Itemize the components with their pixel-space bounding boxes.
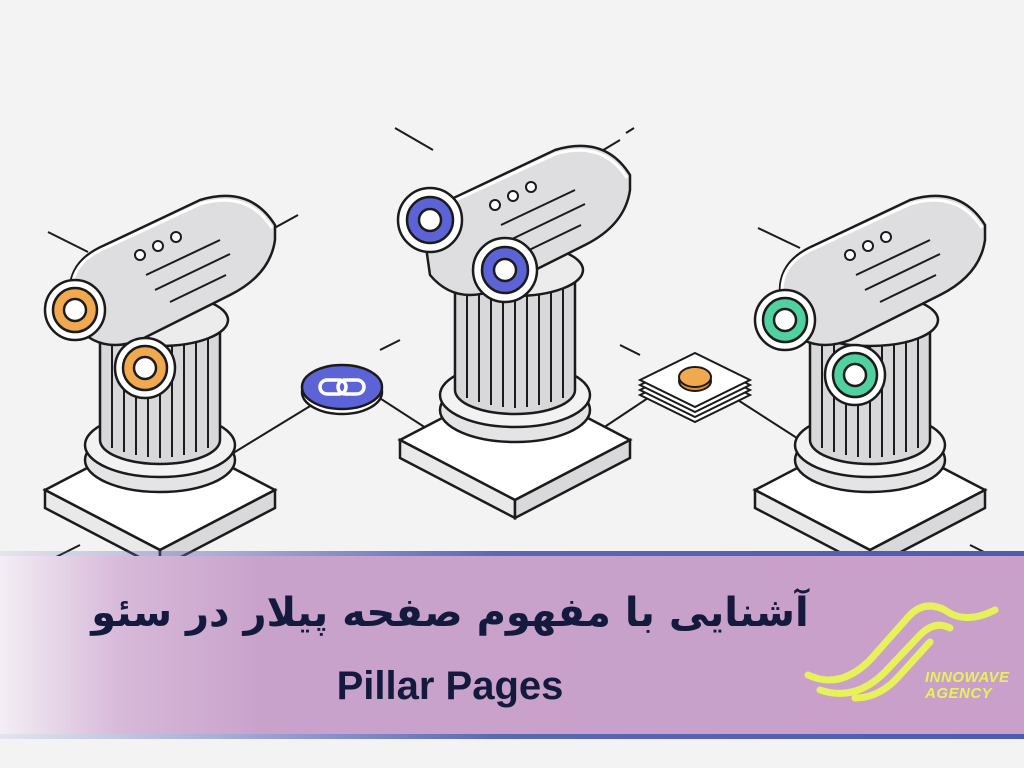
banner-top-line: [0, 551, 1024, 556]
pillar-center-icon: [396, 144, 632, 520]
coin-stack-icon: [637, 351, 753, 424]
logo-text-line1: INNOWAVE: [925, 669, 1010, 686]
link-icon: [300, 363, 384, 416]
page-title-persian: آشنایی با مفهوم صفحه پیلار در سئو: [91, 590, 809, 636]
page-title-english: Pillar Pages: [336, 664, 564, 708]
pillar-left-icon: [43, 194, 277, 570]
innowave-logo-icon: [804, 602, 999, 702]
title-banner: [0, 556, 1024, 734]
banner-bottom-line: [0, 734, 1024, 739]
logo-text-line2: AGENCY: [925, 685, 993, 702]
pillar-right-icon: [753, 194, 987, 570]
